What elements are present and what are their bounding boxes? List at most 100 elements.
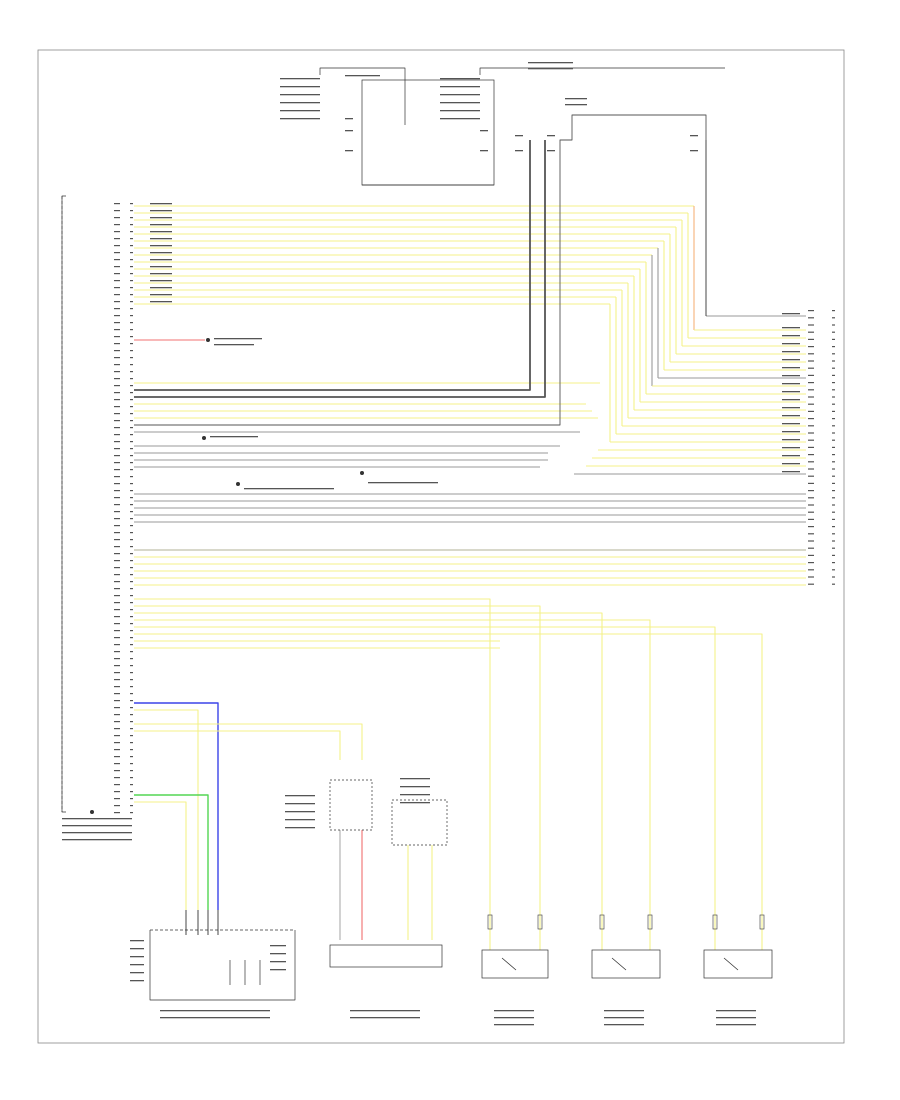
buckle-label bbox=[285, 811, 315, 813]
left-pin-label-mark bbox=[114, 497, 120, 499]
left-pin-label-mark bbox=[114, 637, 120, 639]
right-pin-label-mark bbox=[808, 554, 814, 556]
bottom-sensor-caption bbox=[494, 1010, 534, 1012]
right-pin-label-mark bbox=[808, 461, 814, 463]
left-pin-number-mark bbox=[130, 700, 133, 702]
left-pin-label-mark bbox=[114, 301, 120, 303]
right-pin-label-mark bbox=[808, 482, 814, 484]
left-pin-label-mark bbox=[114, 448, 120, 450]
right-pin-label-mark bbox=[808, 353, 814, 355]
left-pin-label-mark bbox=[114, 245, 120, 247]
top-pin-label bbox=[690, 135, 698, 137]
left-pin-number-mark bbox=[130, 357, 133, 359]
left-pin-number-mark bbox=[130, 693, 133, 695]
left-pin-number-mark bbox=[130, 560, 133, 562]
buckle-label bbox=[285, 795, 315, 797]
upper-bus-wire-label bbox=[150, 259, 172, 261]
yellow-wire-belt bbox=[134, 730, 341, 760]
top-component-label bbox=[280, 78, 320, 80]
dark-wire-1 bbox=[134, 140, 531, 391]
right-pin-label-mark bbox=[808, 504, 814, 506]
left-pin-label-mark bbox=[114, 763, 120, 765]
left-pin-label-mark bbox=[114, 700, 120, 702]
splice-label bbox=[210, 436, 258, 438]
left-pin-label-mark bbox=[114, 511, 120, 513]
top-pin-label bbox=[345, 130, 353, 132]
top-connector-label bbox=[565, 98, 587, 100]
top-left-bracket bbox=[319, 67, 406, 125]
upper-bus-wire-label bbox=[150, 301, 172, 303]
top-pin-label bbox=[690, 150, 698, 152]
upper-bus-wire-label bbox=[150, 210, 172, 212]
right-pin-number-mark bbox=[832, 346, 835, 348]
top-component-label bbox=[280, 110, 320, 112]
bottom-sensor-symbol bbox=[723, 957, 739, 971]
control-module-outline bbox=[61, 195, 66, 813]
left-pin-number-mark bbox=[130, 777, 133, 779]
left-pin-label-mark bbox=[114, 350, 120, 352]
dark-wire-2 bbox=[134, 140, 546, 398]
seat-module-label bbox=[130, 980, 144, 982]
right-wire-label bbox=[782, 343, 800, 345]
left-pin-label-mark bbox=[114, 574, 120, 576]
left-pin-number-mark bbox=[130, 231, 133, 233]
sensor-drop-wire bbox=[134, 626, 716, 950]
left-pin-label-mark bbox=[114, 406, 120, 408]
left-pin-number-mark bbox=[130, 714, 133, 716]
left-pin-number-mark bbox=[130, 483, 133, 485]
right-wire-label bbox=[782, 335, 800, 337]
left-pin-label-mark bbox=[114, 483, 120, 485]
left-pin-label-mark bbox=[114, 378, 120, 380]
module-ground-dot bbox=[90, 810, 94, 814]
left-pin-number-mark bbox=[130, 224, 133, 226]
left-pin-label-mark bbox=[114, 581, 120, 583]
left-pin-label-mark bbox=[114, 329, 120, 331]
left-pin-label-mark bbox=[114, 630, 120, 632]
bottom-sensor-caption bbox=[604, 1017, 644, 1019]
top-component-label bbox=[280, 86, 320, 88]
left-pin-number-mark bbox=[130, 707, 133, 709]
left-pin-label-mark bbox=[114, 791, 120, 793]
seat-module-label bbox=[130, 948, 144, 950]
pin-labels bbox=[62, 62, 835, 1026]
right-pin-number-mark bbox=[832, 439, 835, 441]
top-component-label bbox=[440, 86, 480, 88]
left-pin-label-mark bbox=[114, 364, 120, 366]
left-pin-number-mark bbox=[130, 581, 133, 583]
right-pin-label-mark bbox=[808, 562, 814, 564]
right-pin-number-mark bbox=[832, 482, 835, 484]
upper-bus-wire-label bbox=[150, 294, 172, 296]
top-pin-label bbox=[345, 118, 353, 120]
right-pin-label-mark bbox=[808, 360, 814, 362]
right-pin-number-mark bbox=[832, 490, 835, 492]
right-pin-number-mark bbox=[832, 554, 835, 556]
right-wire-label bbox=[782, 447, 800, 449]
right-pin-number-mark bbox=[832, 569, 835, 571]
left-pin-number-mark bbox=[130, 616, 133, 618]
right-pin-number-mark bbox=[832, 518, 835, 520]
left-pin-number-mark bbox=[130, 511, 133, 513]
top-component-label bbox=[440, 78, 480, 80]
top-right-bracket bbox=[479, 67, 725, 75]
seat-module-caption bbox=[160, 1017, 270, 1019]
left-pin-number-mark bbox=[130, 770, 133, 772]
left-pin-number-mark bbox=[130, 497, 133, 499]
sensor-drop-wire bbox=[134, 619, 651, 950]
left-pin-label-mark bbox=[114, 651, 120, 653]
bottom-sensor-caption bbox=[716, 1017, 756, 1019]
right-pin-number-mark bbox=[832, 418, 835, 420]
buckle-label bbox=[285, 803, 315, 805]
belt-label bbox=[400, 802, 430, 804]
bottom-sensor-box bbox=[703, 949, 773, 979]
right-pin-number-mark bbox=[832, 454, 835, 456]
seat-module-label bbox=[270, 953, 286, 955]
module-name-label bbox=[62, 818, 132, 820]
left-pin-number-mark bbox=[130, 651, 133, 653]
right-pin-label-mark bbox=[808, 454, 814, 456]
left-pin-label-mark bbox=[114, 231, 120, 233]
seat-module-label bbox=[270, 961, 286, 963]
left-pin-number-mark bbox=[130, 210, 133, 212]
left-pin-label-mark bbox=[114, 756, 120, 758]
right-wire-label bbox=[782, 391, 800, 393]
left-pin-number-mark bbox=[130, 392, 133, 394]
